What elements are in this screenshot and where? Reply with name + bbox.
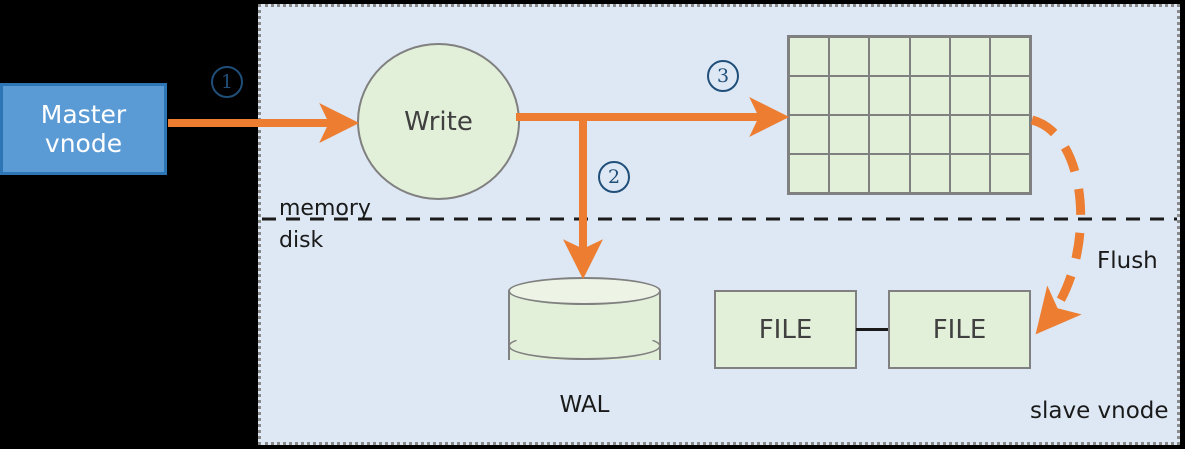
file-box-1-label: FILE — [758, 314, 813, 345]
memtable-cell — [789, 154, 830, 193]
disk-label: disk — [279, 228, 324, 253]
file-box-1[interactable]: FILE — [714, 290, 857, 369]
file-connector-line — [856, 328, 889, 331]
wal-cylinder[interactable] — [508, 277, 661, 374]
memtable-cell — [829, 115, 870, 154]
memtable-cell — [949, 154, 990, 193]
file-box-2[interactable]: FILE — [888, 290, 1031, 369]
memtable-cell — [909, 154, 950, 193]
memtable-cell — [869, 115, 910, 154]
write-node-label: Write — [404, 106, 473, 137]
memtable-cell — [909, 37, 950, 76]
memtable-grid — [787, 35, 1032, 195]
memtable-cell — [949, 76, 990, 115]
write-node[interactable]: Write — [357, 43, 520, 200]
master-vnode-label-line2: vnode — [44, 129, 123, 158]
flush-label: Flush — [1097, 248, 1158, 274]
file-box-2-label: FILE — [932, 314, 987, 345]
wal-label: WAL — [559, 392, 610, 418]
cylinder-top — [508, 277, 661, 305]
memtable-cell — [829, 76, 870, 115]
step-number-1: 1 — [211, 66, 243, 98]
cylinder-bottom — [508, 332, 661, 360]
slave-vnode-label: slave vnode — [1030, 398, 1169, 424]
memtable-cell — [989, 115, 1030, 154]
memtable-cell — [869, 76, 910, 115]
memtable-cell — [949, 37, 990, 76]
memtable-cell — [909, 115, 950, 154]
memtable-cell — [789, 76, 830, 115]
step-number-3: 3 — [707, 60, 739, 92]
memtable-cell — [989, 154, 1030, 193]
memory-label: memory — [279, 196, 371, 221]
memtable-cell — [909, 76, 950, 115]
memtable-cell — [989, 37, 1030, 76]
master-vnode-box[interactable]: Master vnode — [0, 83, 167, 175]
memtable-cell — [869, 37, 910, 76]
memtable-cell — [789, 37, 830, 76]
memtable-cell — [949, 115, 990, 154]
memtable-cell — [869, 154, 910, 193]
master-vnode-label-line1: Master — [40, 99, 127, 129]
step-number-2: 2 — [598, 161, 630, 193]
memtable-cell — [989, 76, 1030, 115]
memtable-cell — [829, 37, 870, 76]
memtable-cell — [789, 115, 830, 154]
memtable-cell — [829, 154, 870, 193]
